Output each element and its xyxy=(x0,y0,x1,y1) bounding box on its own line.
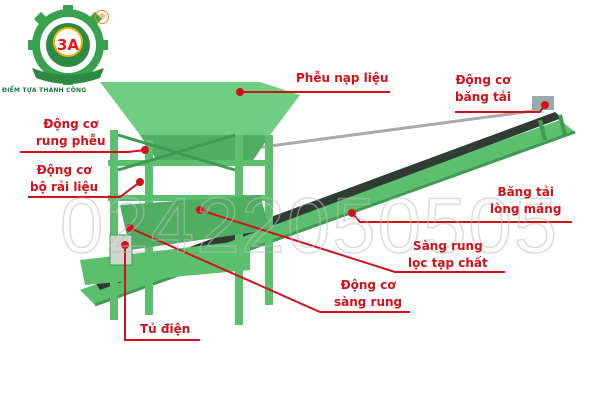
label-spreader-motor: Động cơ bộ rải liệu xyxy=(30,162,98,196)
label-line: Động cơ xyxy=(455,73,511,87)
label-line: băng tải xyxy=(455,90,511,104)
label-hopper-vibration-motor: Động cơ rung phễu xyxy=(36,116,106,150)
label-line: Động cơ xyxy=(36,163,92,177)
label-line: Động cơ xyxy=(340,278,396,292)
machine-frame xyxy=(80,82,300,325)
registered-icon: ® xyxy=(95,10,109,24)
label-screen-motor: Động cơ sàng rung xyxy=(334,277,402,311)
label-line: Sàng rung xyxy=(413,239,483,253)
label-conveyor-motor: Động cơ băng tải xyxy=(455,72,511,106)
label-line: Băng tải xyxy=(497,185,554,199)
label-vibrating-screen: Sàng rung lọc tạp chất xyxy=(408,238,488,272)
label-line: Động cơ xyxy=(43,117,99,131)
logo-mark: 3A xyxy=(56,36,80,54)
label-hopper: Phễu nạp liệu xyxy=(296,71,389,85)
label-line: lòng máng xyxy=(490,202,562,216)
logo-slogan: ĐIỂM TỰA THÀNH CÔNG xyxy=(2,87,87,94)
label-line: rung phễu xyxy=(36,134,106,148)
label-control-cabinet: Tủ điện xyxy=(140,322,191,336)
label-trough-conveyor: Băng tải lòng máng xyxy=(490,184,561,218)
label-line: lọc tạp chất xyxy=(408,256,488,270)
label-line: sàng rung xyxy=(334,295,403,309)
leader-lines xyxy=(20,91,572,341)
label-dots xyxy=(121,88,549,249)
label-line: bộ rải liệu xyxy=(30,180,99,194)
logo-gear xyxy=(28,5,108,85)
watermark: 02422050505 xyxy=(59,180,560,270)
